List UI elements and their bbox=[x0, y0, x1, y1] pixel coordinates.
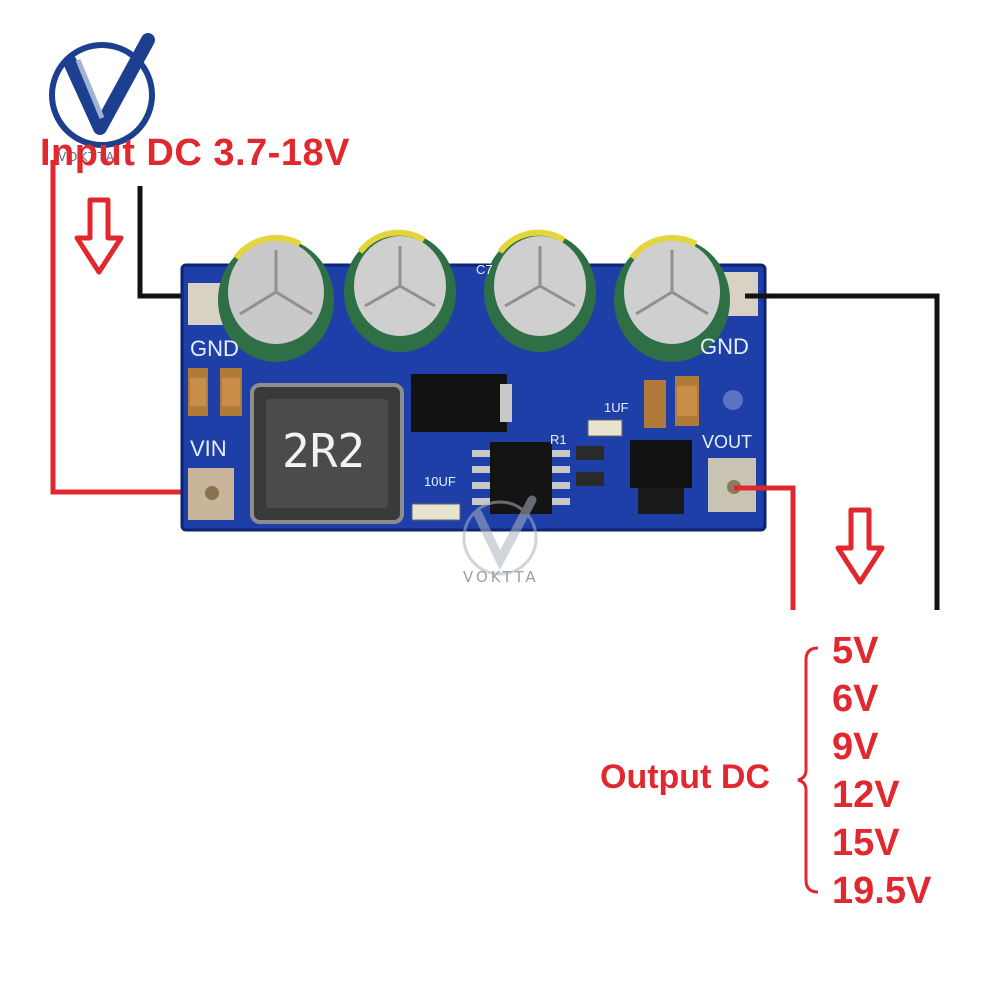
pin-gnd-right: GND bbox=[700, 334, 749, 359]
pin-gnd-left: GND bbox=[190, 336, 239, 361]
cap-label-10uf: 10UF bbox=[424, 474, 456, 489]
output-voltage-9v: 9V bbox=[832, 726, 879, 768]
capacitor-2 bbox=[344, 229, 456, 352]
watermark-text: VOKTTA bbox=[463, 568, 539, 586]
pcb-board bbox=[180, 229, 767, 532]
output-voltage-19-5v: 19.5V bbox=[832, 870, 932, 912]
output-brace bbox=[797, 646, 819, 894]
output-ground-wire bbox=[745, 293, 940, 610]
output-voltage-6v: 6V bbox=[832, 678, 879, 720]
inductor-marking: 2R2 bbox=[282, 424, 366, 478]
resistor-label: R1 bbox=[550, 432, 567, 447]
cap-label-1uf: 1UF bbox=[604, 400, 629, 415]
output-arrow-icon bbox=[835, 507, 885, 585]
output-positive-wire bbox=[734, 485, 796, 610]
input-arrow-icon bbox=[74, 197, 124, 275]
capacitor-3 bbox=[484, 229, 596, 352]
pin-vout: VOUT bbox=[702, 432, 753, 452]
voktta-logo bbox=[49, 33, 155, 148]
cap-ref: C7 bbox=[476, 262, 493, 277]
capacitor-1 bbox=[218, 234, 334, 362]
capacitor-4 bbox=[614, 234, 730, 362]
logo-text: VOKTTA bbox=[58, 150, 117, 164]
pin-vin: VIN bbox=[190, 436, 227, 461]
watermark-logo bbox=[462, 495, 538, 576]
output-voltage-5v: 5V bbox=[832, 630, 879, 672]
output-dc-label: Output DC bbox=[600, 758, 770, 796]
output-voltage-12v: 12V bbox=[832, 774, 900, 816]
input-positive-wire bbox=[50, 160, 212, 495]
output-voltage-15v: 15V bbox=[832, 822, 900, 864]
input-voltage-label: Input DC 3.7-18V bbox=[40, 132, 350, 174]
